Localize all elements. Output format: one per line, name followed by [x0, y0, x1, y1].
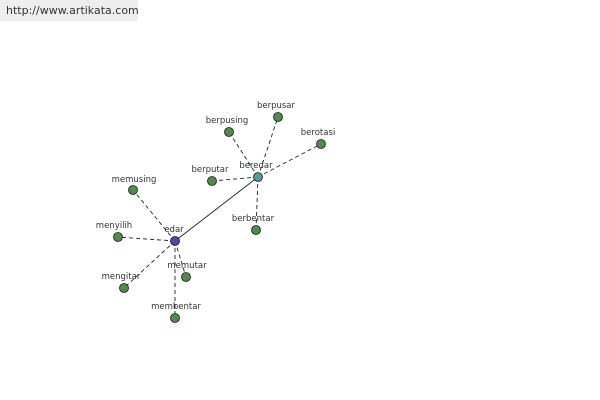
edge-beredar-berbentar — [255, 176, 259, 231]
edge-beredar-berputar — [211, 176, 259, 182]
node-layer — [113, 112, 326, 323]
source-banner: http://www.artikata.com — [0, 0, 139, 21]
node-berpusing[interactable] — [224, 127, 234, 137]
node-label-mengitar: mengitar — [102, 272, 141, 282]
node-berbentar[interactable] — [251, 225, 261, 235]
node-membentar[interactable] — [170, 313, 180, 323]
node-label-berpusar: berpusar — [257, 101, 296, 111]
node-edar[interactable] — [170, 236, 180, 246]
node-label-berotasi: berotasi — [301, 128, 335, 138]
node-mengitar[interactable] — [119, 283, 129, 293]
node-memutar[interactable] — [181, 272, 191, 282]
edge-edar-beredar — [174, 176, 259, 242]
node-label-memutar: memutar — [167, 261, 207, 271]
edge-edar-memutar — [174, 240, 187, 278]
node-berotasi[interactable] — [316, 139, 326, 149]
node-berpusar[interactable] — [273, 112, 283, 122]
label-layer: edar beredar berpusar berpusing berotasi berp… — [96, 101, 335, 312]
node-berputar[interactable] — [207, 176, 217, 186]
node-label-berbentar: berbentar — [232, 214, 275, 224]
edge-beredar-berpusar — [257, 116, 279, 178]
node-label-memusing: memusing — [112, 175, 157, 185]
node-menyilih[interactable] — [113, 232, 123, 242]
edge-layer — [117, 116, 322, 318]
node-label-berpusing: berpusing — [206, 116, 248, 126]
edge-edar-menyilih — [117, 236, 176, 242]
node-beredar[interactable] — [253, 172, 263, 182]
source-url[interactable]: http://www.artikata.com — [6, 4, 139, 17]
node-label-edar: edar — [164, 225, 184, 235]
node-memusing[interactable] — [128, 185, 138, 195]
edge-beredar-berotasi — [257, 143, 322, 178]
node-label-membentar: membentar — [151, 302, 201, 312]
node-label-menyilih: menyilih — [96, 221, 132, 231]
node-label-berputar: berputar — [192, 165, 229, 175]
edge-beredar-berpusing — [228, 131, 259, 178]
node-label-beredar: beredar — [239, 161, 273, 171]
edge-edar-mengitar — [123, 240, 176, 289]
